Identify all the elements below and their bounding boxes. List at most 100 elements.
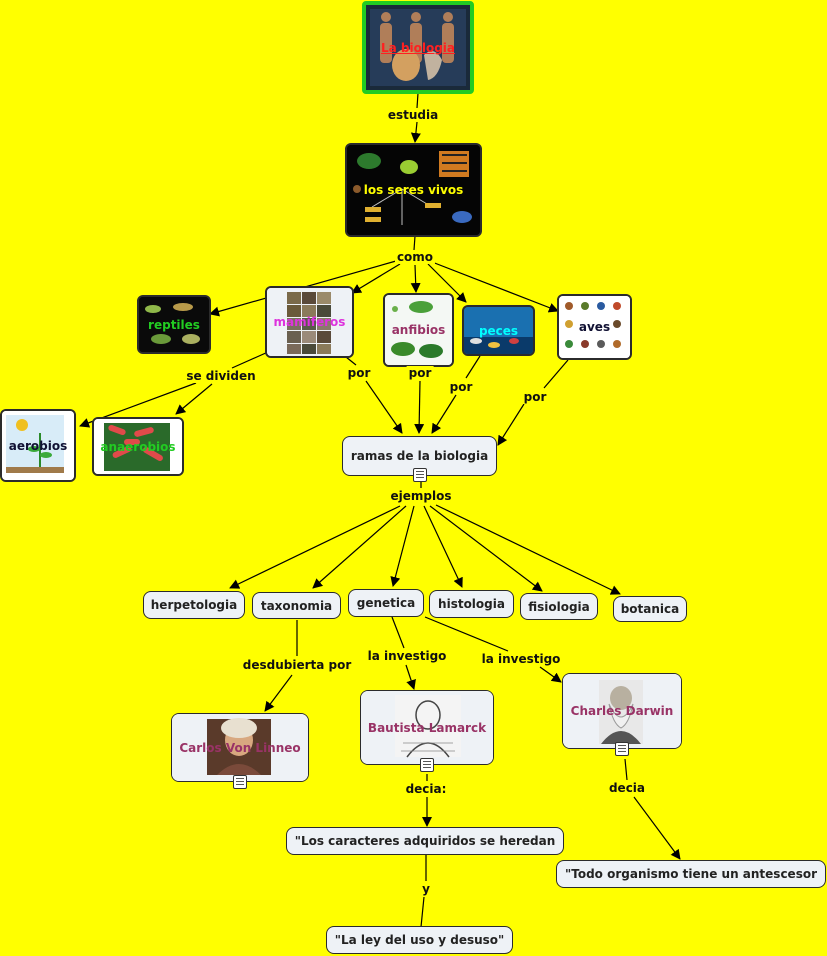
node-label: aves: [578, 320, 611, 334]
link-label-se-dividen: se dividen: [184, 369, 258, 383]
edge-mamiferos-sedividen: [231, 351, 269, 369]
node-fisiologia[interactable]: fisiologia: [520, 593, 598, 620]
link-label-por: por: [521, 390, 549, 404]
node-herpetologia[interactable]: herpetologia: [143, 591, 245, 619]
edge-como-mamiferos: [351, 263, 401, 294]
resource-document-icon[interactable]: [413, 468, 427, 482]
edge-estudia-a: [416, 92, 419, 109]
edge-como-anfibios: [410, 264, 421, 293]
human-anatomy-image: [366, 5, 470, 90]
node-aves[interactable]: aves: [557, 294, 632, 360]
node-label: mamiferos: [273, 315, 346, 329]
edge-aves-por: [543, 359, 569, 389]
node-taxonomia[interactable]: taxonomia: [252, 592, 341, 619]
aerobic-diagram-image: [2, 411, 74, 480]
node-label: ramas de la biologia: [350, 449, 489, 463]
edge-seres-como: [413, 235, 416, 251]
link-label-desdubierta-por: desdubierta por: [240, 658, 354, 672]
node-label: herpetologia: [150, 598, 238, 612]
node-label: anaerobios: [100, 439, 176, 454]
edge-ej-histologia: [423, 505, 463, 588]
edge-por-ramas-1: [365, 380, 403, 434]
link-label-decia: decia: [606, 781, 648, 795]
edge-darwin-decia: [624, 758, 628, 781]
amphibians-image: [385, 295, 452, 365]
edge-estudia-b: [410, 121, 421, 143]
link-label-estudia: estudia: [385, 108, 441, 122]
edge-investigo1-lamarck: [405, 664, 416, 690]
node-bautista-lamarck[interactable]: Bautista Lamarck: [360, 690, 494, 765]
fish-image: [464, 307, 533, 354]
node-la-biologia[interactable]: La biologia: [362, 1, 474, 94]
link-label-la-investigo: la investigo: [365, 649, 449, 663]
linneo-portrait-image: [172, 714, 308, 781]
edge-gen-investigo1: [391, 616, 405, 649]
node-label: Carlos Von Linneo: [179, 740, 301, 755]
link-label-por: por: [345, 366, 373, 380]
node-aerobios[interactable]: aerobios: [0, 409, 76, 482]
reptiles-image: [139, 297, 209, 352]
link-label-y: y: [420, 882, 432, 896]
link-label-como: como: [394, 250, 436, 264]
node-histologia[interactable]: histologia: [429, 590, 514, 618]
link-label-por: por: [406, 366, 434, 380]
edge-peces-por: [465, 355, 481, 379]
node-label: "La ley del uso y desuso": [334, 933, 505, 947]
node-label: reptiles: [148, 317, 200, 332]
lamarck-portrait-image: [361, 691, 493, 764]
link-label-por: por: [447, 380, 475, 394]
edge-como-aves: [431, 261, 559, 313]
edge-ej-botanica: [435, 504, 621, 595]
node-label: Bautista Lamarck: [367, 720, 487, 735]
edge-gen-investigo2: [424, 616, 509, 652]
node-label: los seres vivos: [363, 183, 464, 197]
living-beings-image: [347, 145, 480, 235]
node-ley-uso-desuso[interactable]: "La ley del uso y desuso": [326, 926, 513, 954]
node-anaerobios[interactable]: anaerobios: [92, 417, 184, 476]
node-los-seres-vivos[interactable]: los seres vivos: [345, 143, 482, 237]
edge-por-ramas-4: [497, 403, 525, 446]
node-label: "Todo organismo tiene un antescesor: [565, 867, 817, 881]
node-label: "Los caracteres adquiridos se heredan: [294, 834, 556, 848]
edge-y-ley: [420, 896, 425, 928]
edge-mamiferos-por: [345, 356, 357, 366]
node-anfibios[interactable]: anfibios: [383, 293, 454, 367]
resource-document-icon[interactable]: [615, 742, 629, 756]
resource-document-icon[interactable]: [233, 775, 247, 789]
bacteria-image: [94, 419, 182, 474]
mammals-image: [267, 288, 352, 356]
edge-ej-herpetologia: [229, 505, 401, 589]
node-label: taxonomia: [260, 598, 333, 613]
edge-sedividen-anaerobios: [175, 383, 213, 415]
edge-investigo2-darwin: [539, 666, 562, 683]
link-label-decia: decia:: [403, 782, 449, 796]
resource-document-icon[interactable]: [420, 758, 434, 772]
link-label-la-investigo: la investigo: [479, 652, 563, 666]
link-label-ejemplos: ejemplos: [388, 489, 454, 503]
edge-ej-fisiologia: [429, 505, 543, 592]
node-label: Charles Darwin: [570, 704, 674, 718]
darwin-portrait-image: [563, 674, 681, 748]
node-peces[interactable]: peces: [462, 305, 535, 356]
edge-decia-organismo: [633, 796, 681, 860]
node-todo-organismo[interactable]: "Todo organismo tiene un antescesor: [556, 860, 826, 888]
node-botanica[interactable]: botanica: [613, 596, 687, 622]
node-caracteres-adquiridos[interactable]: "Los caracteres adquiridos se heredan: [286, 827, 564, 855]
node-label: histologia: [438, 597, 505, 611]
edge-como-peces: [427, 263, 467, 303]
node-mamiferos[interactable]: mamiferos: [265, 286, 354, 358]
node-label: anfibios: [391, 323, 446, 337]
birds-image: [559, 296, 630, 358]
edge-ej-taxonomia: [312, 505, 407, 589]
edge-desdubierta-linneo: [264, 674, 293, 712]
node-label: aerobios: [8, 438, 68, 453]
node-reptiles[interactable]: reptiles: [137, 295, 211, 354]
node-charles-darwin[interactable]: Charles Darwin: [562, 673, 682, 749]
edge-por-ramas-2: [414, 380, 425, 434]
node-label: botanica: [620, 602, 680, 616]
edge-por-ramas-3: [431, 394, 457, 434]
node-genetica[interactable]: genetica: [348, 589, 424, 617]
node-carlos-von-linneo[interactable]: Carlos Von Linneo: [171, 713, 309, 782]
edge-ej-genetica: [390, 505, 415, 587]
